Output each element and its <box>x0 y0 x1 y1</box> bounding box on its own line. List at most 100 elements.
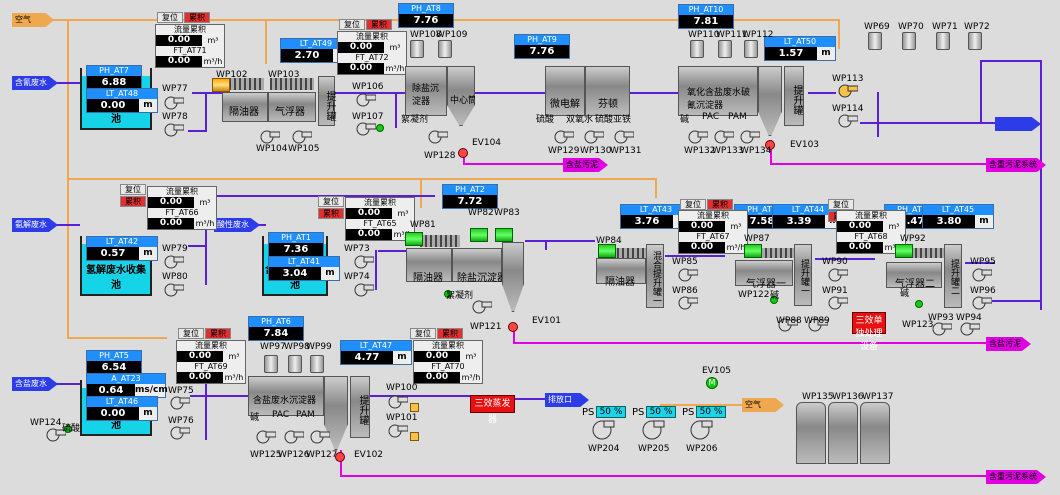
pump-icon[interactable] <box>470 300 493 314</box>
pump-tag: WP78 <box>162 112 188 122</box>
accum-button[interactable]: 累积 <box>366 19 392 30</box>
air-inlet: 空气 <box>12 13 54 27</box>
valve-icon[interactable] <box>458 148 468 158</box>
pump-icon[interactable] <box>162 123 185 137</box>
pump-icon[interactable] <box>930 322 953 336</box>
sludge-outlet-1: 含盐污泥 <box>563 158 608 172</box>
pipe <box>190 395 250 397</box>
valve-icon[interactable] <box>765 140 775 150</box>
pump-icon[interactable] <box>386 395 409 409</box>
pump-icon[interactable] <box>386 424 409 438</box>
pump-icon[interactable] <box>162 255 185 269</box>
pump-icon[interactable] <box>826 296 849 310</box>
sludge-pipe <box>463 163 563 165</box>
air-pipe <box>265 19 267 64</box>
screw-conveyor <box>224 78 264 90</box>
accum-button[interactable]: 累积 <box>120 196 146 207</box>
pump-icon[interactable] <box>308 430 331 444</box>
pump-icon[interactable] <box>958 322 981 336</box>
pump-icon[interactable] <box>168 396 191 410</box>
pump-icon[interactable] <box>970 296 993 310</box>
accum-button[interactable]: 累积 <box>205 328 231 339</box>
dosing-pump-icon[interactable] <box>770 296 778 304</box>
pump-icon[interactable] <box>686 130 709 144</box>
blower-tag: WP204 <box>588 444 620 454</box>
dosing-pump-icon[interactable] <box>915 300 923 308</box>
pump-icon[interactable] <box>552 130 575 144</box>
pipe <box>395 92 397 128</box>
ps-setpoint-1[interactable]: 50 % <box>596 406 626 418</box>
reset-button[interactable]: 复位 <box>410 328 436 339</box>
pipe <box>630 92 680 94</box>
motor-icon <box>470 228 488 242</box>
accum-button[interactable]: 累积 <box>707 199 733 210</box>
pump-tag: WP99 <box>306 342 332 352</box>
pipe <box>860 122 1000 124</box>
pump-icon[interactable] <box>426 130 449 144</box>
reset-button[interactable]: 复位 <box>828 199 854 210</box>
pipe <box>990 300 1042 302</box>
pump-tag: WP126 <box>278 450 310 460</box>
pump-tag: WP86 <box>672 286 698 296</box>
center-tube: 中心筒 <box>447 66 475 126</box>
pump-icon[interactable] <box>354 93 377 107</box>
pump-tag: WP98 <box>284 342 310 352</box>
pump-icon[interactable] <box>806 318 829 332</box>
pump-icon[interactable] <box>970 268 993 282</box>
pump-icon[interactable] <box>354 122 377 136</box>
chem-label: 双氧水 <box>566 115 594 125</box>
pump-icon[interactable] <box>162 96 185 110</box>
sludge-pipe <box>770 140 772 165</box>
motor-icon <box>968 32 982 50</box>
reset-button[interactable]: 复位 <box>680 199 706 210</box>
pump-icon[interactable] <box>612 130 635 144</box>
pump-tag: WP87 <box>744 234 770 244</box>
dosing-pump-icon[interactable] <box>64 425 72 433</box>
pump-icon[interactable] <box>352 283 375 297</box>
pump-icon[interactable] <box>582 130 605 144</box>
pump-icon[interactable] <box>352 255 375 269</box>
pump-icon[interactable] <box>254 430 277 444</box>
dosing-pump-icon[interactable] <box>376 124 384 132</box>
chem-label: PAM <box>296 410 315 420</box>
ps-setpoint-3[interactable]: 50 % <box>696 406 726 418</box>
pump-icon[interactable] <box>776 318 799 332</box>
blower-icon[interactable] <box>688 420 714 440</box>
micro-electrolysis: 微电解 <box>545 66 585 116</box>
pump-icon[interactable] <box>676 268 699 282</box>
reset-button[interactable]: 复位 <box>157 12 183 23</box>
pump-icon[interactable] <box>738 130 761 144</box>
dosing-pump-icon[interactable] <box>444 290 452 298</box>
valve-icon[interactable] <box>410 432 419 441</box>
pump-icon[interactable] <box>836 84 859 98</box>
pump-icon[interactable] <box>282 430 305 444</box>
pump-icon[interactable] <box>44 428 67 442</box>
chem-label: 碱 <box>900 289 910 299</box>
pump-icon[interactable] <box>290 130 313 144</box>
pump-icon[interactable] <box>826 268 849 282</box>
blower-icon[interactable] <box>640 420 666 440</box>
pump-icon[interactable] <box>258 130 281 144</box>
blower-icon[interactable] <box>590 420 616 440</box>
valve-icon[interactable] <box>508 322 518 332</box>
pump-icon[interactable] <box>168 426 191 440</box>
valve-icon[interactable] <box>335 452 345 462</box>
pump-icon[interactable] <box>162 283 185 297</box>
reset-button[interactable]: 复位 <box>178 328 204 339</box>
accum-button[interactable]: 累积 <box>318 208 344 219</box>
accum-button[interactable]: 累积 <box>184 12 210 23</box>
pump-icon[interactable] <box>676 296 699 310</box>
reset-button[interactable]: 复位 <box>339 19 365 30</box>
pump-icon[interactable] <box>712 130 735 144</box>
valve-icon[interactable] <box>410 403 419 412</box>
pump-icon[interactable] <box>836 114 859 128</box>
ps-setpoint-2[interactable]: 50 % <box>646 406 676 418</box>
motor-icon <box>902 32 916 50</box>
reset-button[interactable]: 复位 <box>120 184 146 195</box>
pipe <box>370 395 470 397</box>
reset-button[interactable]: 复位 <box>318 196 344 207</box>
accum-button[interactable]: 累积 <box>437 328 463 339</box>
